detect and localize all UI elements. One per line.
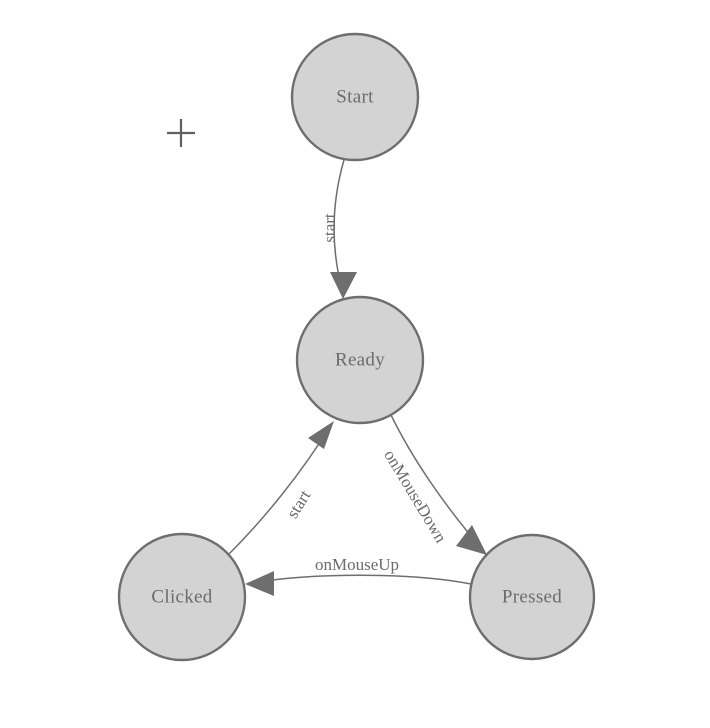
node-label: Clicked [151, 586, 212, 607]
edge-pressed-to-clicked[interactable]: onMouseUp [245, 555, 472, 596]
arrowhead-icon [456, 525, 487, 555]
state-node-start[interactable]: Start [290, 32, 420, 162]
node-circle[interactable] [290, 32, 420, 162]
edge-line [251, 574, 472, 585]
edge-label: start [283, 486, 315, 521]
arrowhead-icon [308, 421, 334, 449]
edge-start-to-ready[interactable]: start [320, 159, 357, 299]
markers-layer [167, 119, 195, 147]
edge-label: start [320, 213, 339, 243]
node-circle[interactable] [468, 533, 596, 661]
crosshair-cursor [167, 119, 195, 147]
node-label: Ready [335, 349, 385, 370]
node-circle[interactable] [117, 532, 247, 662]
state-node-pressed[interactable]: Pressed [468, 533, 596, 661]
edge-clicked-to-ready[interactable]: start [228, 421, 334, 555]
state-node-ready[interactable]: Ready [295, 295, 425, 425]
node-circle[interactable] [295, 295, 425, 425]
node-label: Start [336, 86, 374, 107]
edge-ready-to-pressed[interactable]: onMouseDown [380, 414, 487, 555]
state-node-clicked[interactable]: Clicked [117, 532, 247, 662]
arrowhead-icon [330, 272, 357, 299]
node-label: Pressed [502, 586, 562, 607]
arrowhead-icon [245, 571, 274, 596]
edge-line [228, 427, 330, 555]
edge-label: onMouseUp [315, 555, 399, 574]
